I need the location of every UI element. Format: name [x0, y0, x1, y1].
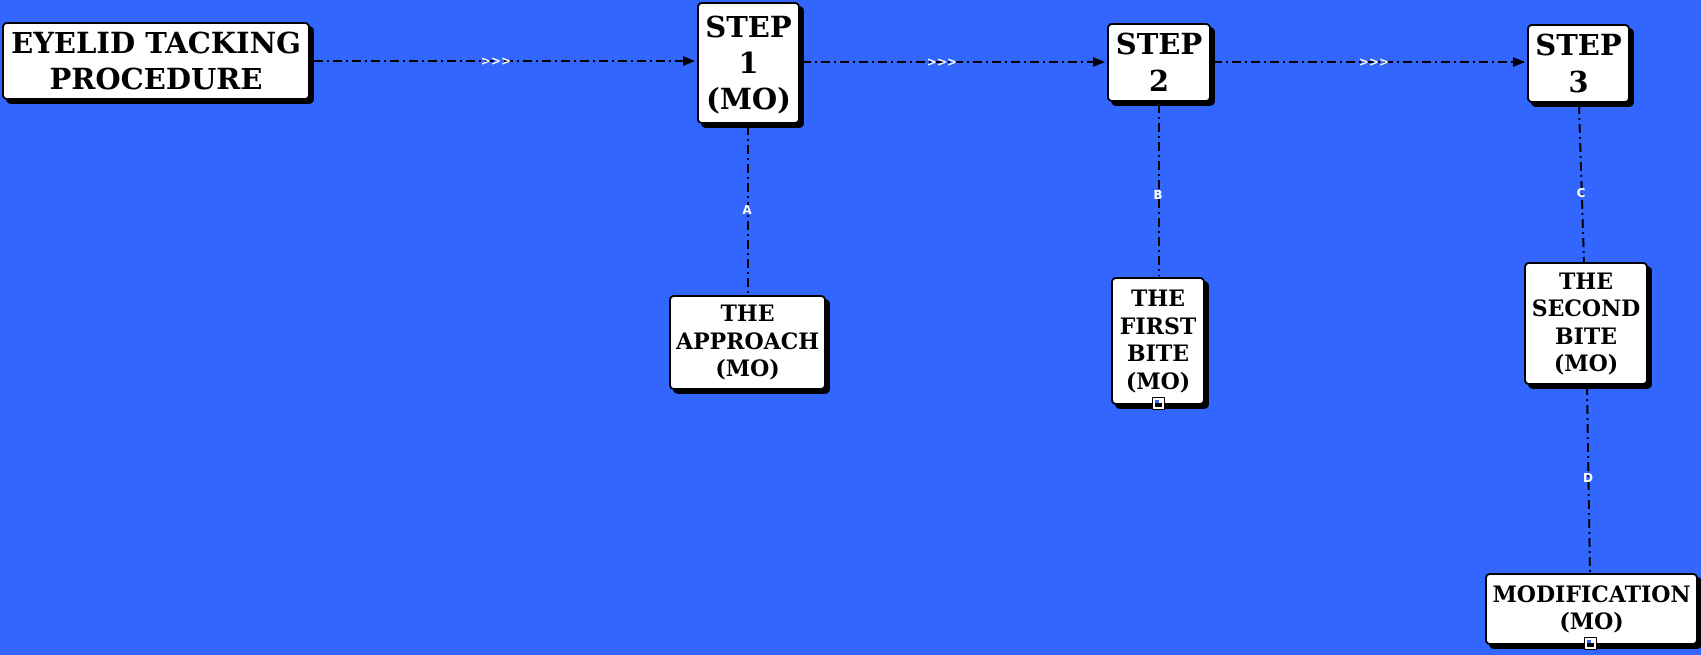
- first-bite-label: THE FIRST BITE (MO): [1119, 286, 1197, 395]
- link-c: [1578, 104, 1585, 263]
- step-3-node: STEP 3: [1527, 24, 1630, 103]
- modification-node: MODIFICATION (MO): [1485, 573, 1698, 645]
- modification-label: MODIFICATION (MO): [1492, 581, 1691, 636]
- step-1-node: STEP 1 (MO): [697, 2, 800, 124]
- approach-label: THE APPROACH (MO): [676, 301, 819, 383]
- step-2-node: STEP 2: [1107, 23, 1211, 102]
- note-icon[interactable]: [1152, 397, 1165, 410]
- second-bite-label: THE SECOND BITE (MO): [1531, 268, 1641, 378]
- step-2-label: STEP 2: [1115, 27, 1203, 98]
- link-d: [1586, 385, 1591, 573]
- connector-label-2: >>>: [927, 55, 957, 69]
- step-1-label: STEP 1 (MO): [705, 9, 792, 117]
- connector-label-1: >>>: [481, 54, 511, 68]
- first-bite-node: THE FIRST BITE (MO): [1111, 277, 1205, 405]
- connector-label-3: >>>: [1359, 55, 1389, 69]
- edge-label-c: C: [1577, 186, 1586, 200]
- edge-label-d: D: [1583, 471, 1593, 485]
- step-3-label: STEP 3: [1535, 28, 1622, 99]
- title-node-label: EYELID TACKING PROCEDURE: [11, 25, 301, 96]
- edge-label-b: B: [1153, 188, 1162, 202]
- second-bite-node: THE SECOND BITE (MO): [1524, 262, 1648, 385]
- edge-label-a: A: [742, 203, 752, 217]
- note-icon[interactable]: [1584, 637, 1597, 650]
- title-node: EYELID TACKING PROCEDURE: [2, 22, 310, 100]
- approach-node: THE APPROACH (MO): [669, 295, 826, 390]
